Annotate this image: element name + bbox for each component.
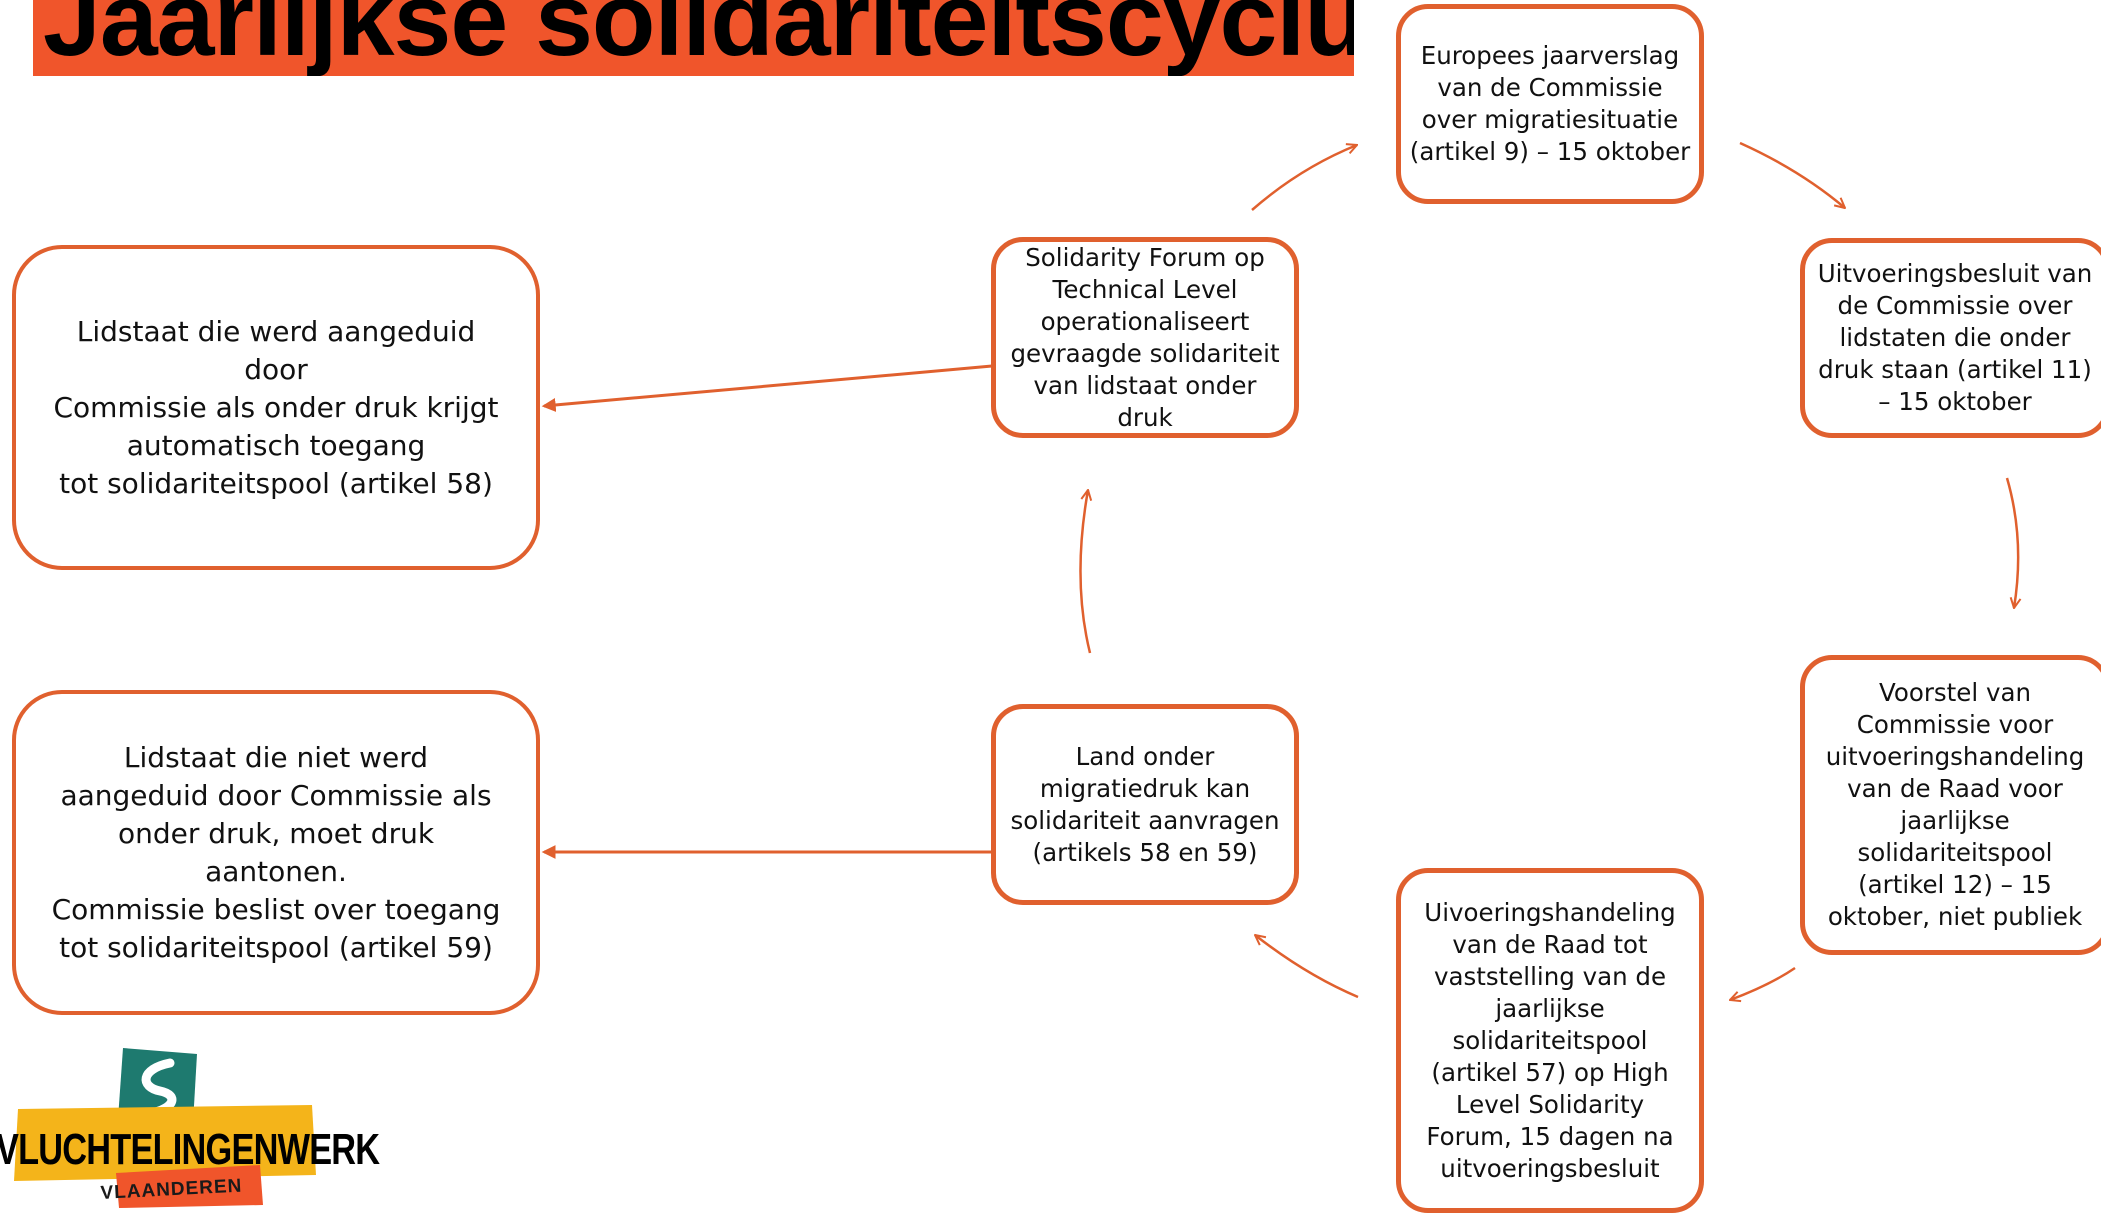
arrow-voorstel-to-uitvoeringshandeling <box>1730 966 1796 1000</box>
page-title: Jaarlijkse solidariteitscyclus <box>43 0 1354 76</box>
outcome-aangeduid: Lidstaat die werd aangeduid door Commiss… <box>12 245 540 570</box>
arrow-jaarverslag-to-uitvoeringsbesluit <box>1739 141 1845 208</box>
vluchtelingenwerk-logo <box>14 1048 316 1208</box>
step-uitvoeringshandeling: Uivoeringshandeling van de Raad tot vast… <box>1396 868 1704 1213</box>
step-land: Land onder migratiedruk kan solidariteit… <box>991 704 1299 905</box>
logo-wordmark: VLUCHTELINGENWERK <box>0 1125 380 1174</box>
arrow-forum-to-jaarverslag <box>1251 145 1357 211</box>
title-banner: Jaarlijkse solidariteitscyclus <box>33 0 1354 76</box>
arrow-forum-to-aangeduid <box>541 364 993 412</box>
step-jaarverslag: Europees jaarverslag van de Commissie ov… <box>1396 4 1704 204</box>
step-forum: Solidarity Forum op Technical Level oper… <box>991 237 1299 438</box>
step-uitvoeringsbesluit: Uitvoeringsbesluit van de Commissie over… <box>1800 238 2101 438</box>
arrow-uitvoeringsbesluit-to-voorstel <box>2005 477 2018 608</box>
step-voorstel: Voorstel van Commissie voor uitvoeringsh… <box>1800 655 2101 955</box>
arrow-land-to-forum <box>1079 490 1090 654</box>
arrow-uitvoeringshandeling-to-land <box>1255 935 1359 999</box>
outcome-niet-aangeduid: Lidstaat die niet werd aangeduid door Co… <box>12 690 540 1015</box>
